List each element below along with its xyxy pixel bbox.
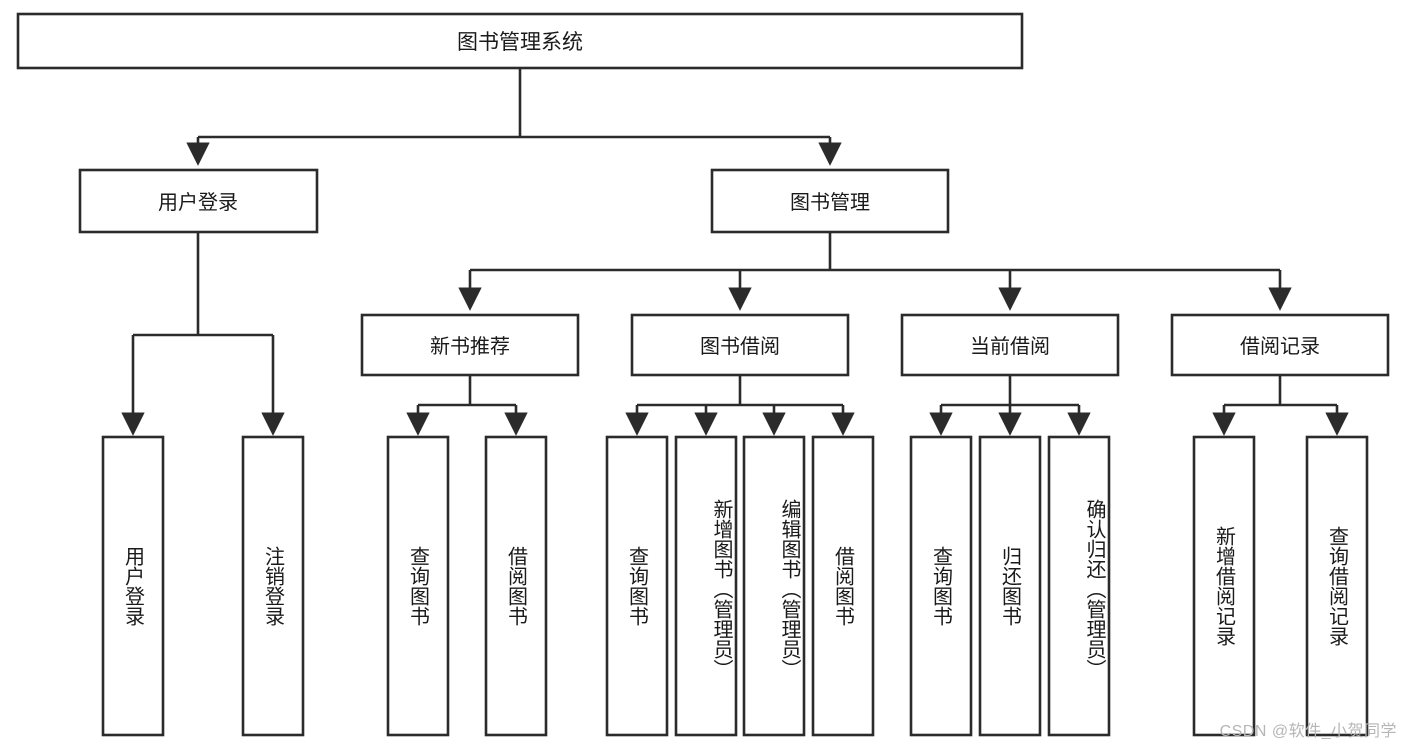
node-book-management-box[interactable] xyxy=(710,168,950,234)
node-leaf-user-login-box[interactable] xyxy=(101,435,165,737)
node-leaf-query-record-box[interactable] xyxy=(1305,435,1369,737)
node-book-borrow-label: 图书借阅 xyxy=(700,335,780,358)
node-leaf-add-book-box[interactable] xyxy=(674,435,738,737)
labels-layer: 图书管理系统 用户登录 图书管理 新书推荐 图书借阅 当前借阅 借阅记录 xyxy=(158,31,1320,358)
node-leaf-query-book-3-box[interactable] xyxy=(909,435,973,737)
node-user-login-box[interactable] xyxy=(78,168,319,234)
leaf-label-add-book: 新增图书（管理员） xyxy=(710,499,732,679)
node-current-borrow-box[interactable] xyxy=(900,313,1120,377)
node-new-book-recommend-label: 新书推荐 xyxy=(430,335,510,358)
nodes-layer xyxy=(16,12,1390,737)
node-leaf-add-record-box[interactable] xyxy=(1192,435,1256,737)
leaf-label-borrow-book-2: 借阅图书 xyxy=(831,546,854,626)
leaf-label-query-book-3: 查询图书 xyxy=(929,546,952,626)
node-root-box[interactable] xyxy=(16,12,1024,70)
node-user-login-label: 用户登录 xyxy=(158,191,238,214)
leaf-label-query-book-1: 查询图书 xyxy=(406,546,429,626)
node-leaf-edit-book-box[interactable] xyxy=(742,435,806,737)
node-leaf-logout-box[interactable] xyxy=(241,435,305,737)
node-root-label: 图书管理系统 xyxy=(457,31,583,54)
node-leaf-borrow-book-1-box[interactable] xyxy=(484,435,548,737)
node-current-borrow-label: 当前借阅 xyxy=(970,335,1050,358)
leaf-label-query-book-2: 查询图书 xyxy=(625,546,648,626)
node-book-management-label: 图书管理 xyxy=(790,191,870,214)
leaf-label-borrow-book-1: 借阅图书 xyxy=(504,546,527,626)
node-borrow-record-label: 借阅记录 xyxy=(1240,335,1320,358)
node-leaf-query-book-1-box[interactable] xyxy=(386,435,450,737)
node-leaf-borrow-book-2-box[interactable] xyxy=(811,435,875,737)
node-book-borrow-box[interactable] xyxy=(630,313,850,377)
csdn-watermark: CSDN @软件_小贺同学 xyxy=(1219,723,1397,740)
node-borrow-record-box[interactable] xyxy=(1170,313,1390,377)
node-leaf-query-book-2-box[interactable] xyxy=(605,435,669,737)
leaf-label-logout: 注销登录 xyxy=(261,546,284,626)
leaf-label-return-book: 归还图书 xyxy=(998,546,1021,626)
node-new-book-recommend-box[interactable] xyxy=(360,313,580,377)
leaf-label-add-record: 新增借阅记录 xyxy=(1212,526,1235,646)
leaf-label-user-login: 用户登录 xyxy=(121,546,144,626)
node-leaf-confirm-return-box[interactable] xyxy=(1047,435,1111,737)
leaf-label-confirm-return: 确认归还（管理员） xyxy=(1083,499,1105,679)
node-leaf-return-book-box[interactable] xyxy=(978,435,1042,737)
edges-layer xyxy=(121,68,1349,436)
leaf-label-edit-book: 编辑图书（管理员） xyxy=(778,499,800,679)
leaf-label-query-record: 查询借阅记录 xyxy=(1325,526,1348,646)
